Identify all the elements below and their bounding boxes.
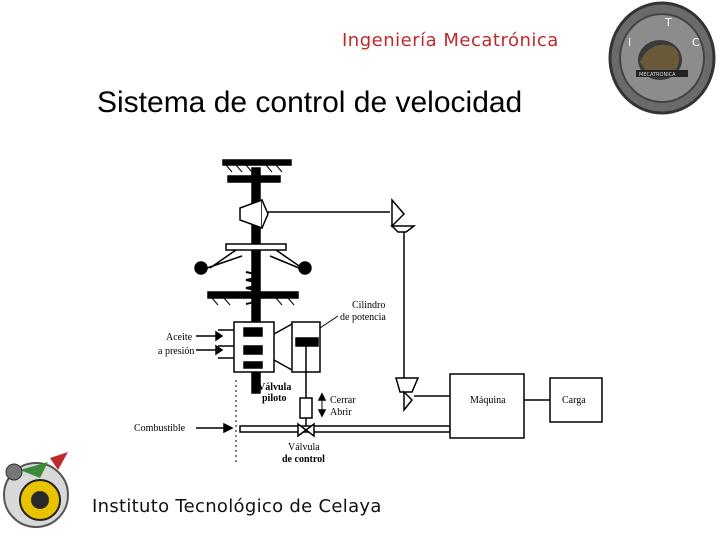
label-combustible: Combustible xyxy=(134,423,186,434)
label-valvula-control: Válvula xyxy=(288,442,320,453)
institute-logo xyxy=(3,452,69,528)
logo-letter-c: C xyxy=(692,36,700,49)
logo-letter-i: I xyxy=(628,36,631,49)
label-cilindro: Cilindro xyxy=(352,300,385,311)
mechatronics-logo: T I C MECATRONICA xyxy=(608,1,716,115)
label-abrir: Abrir xyxy=(330,407,352,418)
logo-letter-t: T xyxy=(664,16,672,29)
footer-institution: Instituto Tecnológico de Celaya xyxy=(92,496,382,517)
label-a-presion: a presión xyxy=(158,346,194,357)
label-carga: Carga xyxy=(562,395,586,406)
label-aceite: Aceite xyxy=(166,332,193,343)
label-valvula-piloto: Válvula xyxy=(258,382,291,393)
label-de-potencia: de potencia xyxy=(340,312,386,323)
mechanism xyxy=(194,159,603,465)
logo-caption: MECATRONICA xyxy=(639,72,676,78)
label-de-control: de control xyxy=(282,454,325,465)
label-maquina: Máquina xyxy=(470,395,506,406)
label-cerrar: Cerrar xyxy=(330,395,356,406)
header-subtitle: Ingeniería Mecatrónica xyxy=(342,30,559,51)
label-piloto: piloto xyxy=(262,393,286,404)
slide-title: Sistema de control de velocidad xyxy=(97,86,523,119)
